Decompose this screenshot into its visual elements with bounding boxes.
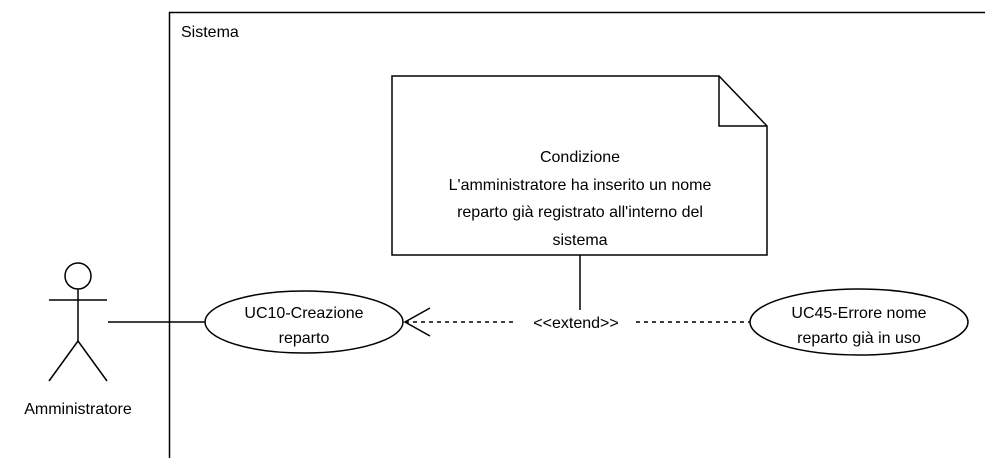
- use-case-label-line-2: reparto: [279, 330, 330, 347]
- extend-label: <<extend>>: [533, 315, 618, 332]
- condition-note: Condizione L'amministratore ha inserito …: [391, 75, 768, 256]
- use-case-uc45: UC45-Errore nome reparto già in uso: [749, 288, 969, 356]
- actor-label: Amministratore: [24, 401, 132, 418]
- use-case-label-line-1: UC45-Errore nome: [791, 305, 926, 322]
- note-line-2: reparto già registrato all'interno del: [457, 204, 703, 221]
- note-line-3: sistema: [552, 232, 607, 249]
- note-line-1: L'amministratore ha inserito un nome: [449, 177, 712, 194]
- note-fold-icon: [718, 76, 767, 127]
- actor-stick-figure-icon: [48, 262, 108, 382]
- use-case-ellipse: [749, 288, 969, 356]
- note-title: Condizione: [540, 149, 620, 166]
- use-case-uc10: UC10-Creazione reparto: [204, 290, 404, 354]
- use-case-label-line-2: reparto già in uso: [797, 330, 921, 347]
- system-title: Sistema: [181, 24, 239, 41]
- use-case-label-line-1: UC10-Creazione: [244, 305, 363, 322]
- extend-arrowhead-icon: [403, 307, 431, 337]
- note-box: [391, 75, 768, 256]
- use-case-ellipse: [204, 290, 404, 354]
